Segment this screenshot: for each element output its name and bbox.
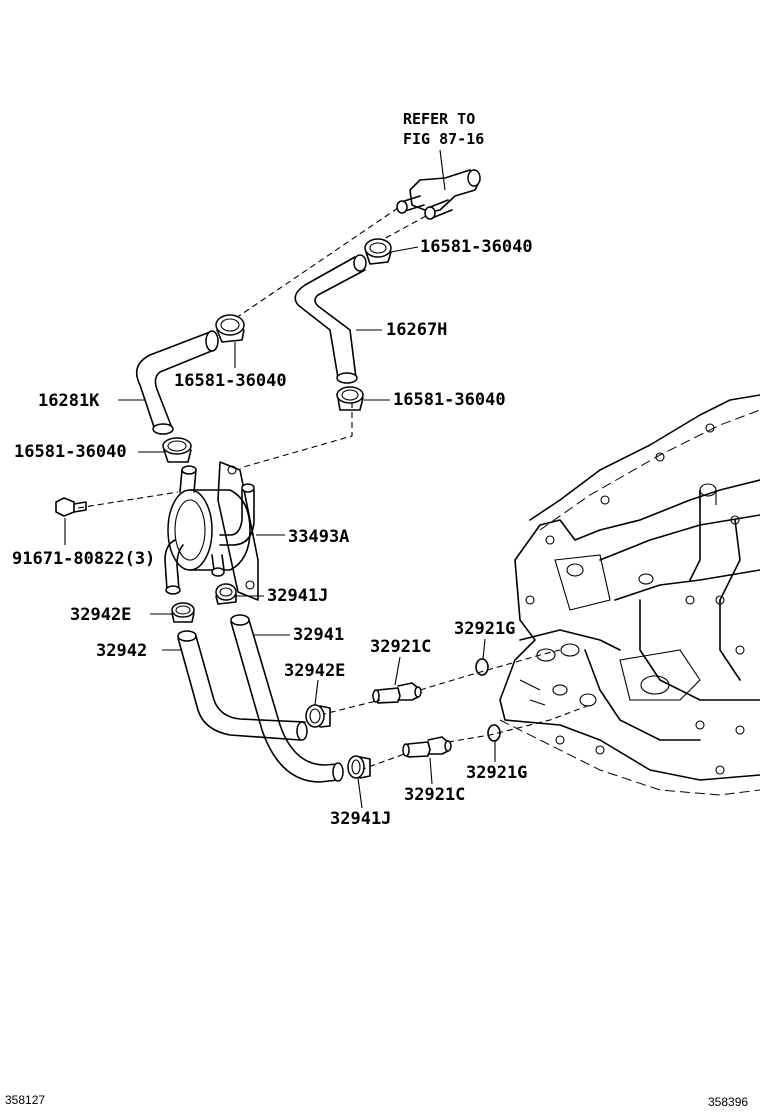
label-union-32921c-top: 32921C	[370, 637, 431, 657]
label-hose-32942: 32942	[96, 641, 147, 661]
leader-lines	[118, 246, 496, 809]
clamp-16581-lower	[336, 386, 364, 411]
refer-leader	[439, 149, 446, 191]
label-gasket-32921g-bottom: 32921G	[466, 763, 527, 783]
refer-to-fitting	[396, 169, 481, 220]
refer-line1: REFER TO	[403, 110, 475, 128]
gasket-32921g-bottom	[487, 724, 501, 742]
label-cooler-33493a: 33493A	[288, 527, 349, 547]
label-clamp-32941j-bottom: 32941J	[330, 809, 391, 829]
clamp-32941j-bottom	[347, 755, 371, 779]
label-clamp-32942e-mid: 32942E	[284, 661, 345, 681]
bolt-91671	[55, 497, 87, 545]
clamp-16581-mid	[215, 314, 245, 343]
refer-line2: FIG 87-16	[403, 130, 484, 148]
clamp-32941j-top	[215, 583, 237, 605]
hose-32942	[177, 630, 308, 741]
label-hose-16267h: 16267H	[386, 320, 447, 340]
label-hose-32941: 32941	[293, 625, 344, 645]
clamp-32942e-mid	[305, 704, 331, 728]
gasket-32921g-top	[475, 658, 489, 676]
routing-dashes	[77, 207, 591, 771]
label-gasket-32921g-top: 32921G	[454, 619, 515, 639]
label-clamp-mid: 16581-36040	[174, 371, 287, 391]
label-clamp-32941j-top: 32941J	[267, 586, 328, 606]
clamp-32942e-left	[171, 602, 195, 623]
union-32921c-bottom	[402, 736, 452, 758]
transmission-case	[499, 394, 760, 796]
footer-right-id: 358396	[708, 1095, 748, 1109]
label-hose-16281k: 16281K	[38, 391, 100, 411]
label-bolt: 91671-80822(3)	[12, 549, 155, 569]
label-clamp-upper-right: 16581-36040	[420, 237, 533, 257]
label-clamp-left: 16581-36040	[14, 442, 127, 462]
footer-left-id: 358127	[5, 1093, 45, 1107]
clamp-16581-left	[162, 437, 192, 463]
label-clamp-lower-right: 16581-36040	[393, 390, 506, 410]
clamp-16581-upper	[364, 238, 392, 265]
union-32921c-top	[372, 682, 422, 704]
label-clamp-32942e-left: 32942E	[70, 605, 131, 625]
oil-cooler-33493a	[164, 461, 259, 601]
hose-32941	[230, 614, 344, 783]
label-union-32921c-bottom: 32921C	[404, 785, 465, 805]
hose-16281k	[135, 330, 219, 435]
hose-16267h	[294, 254, 367, 384]
